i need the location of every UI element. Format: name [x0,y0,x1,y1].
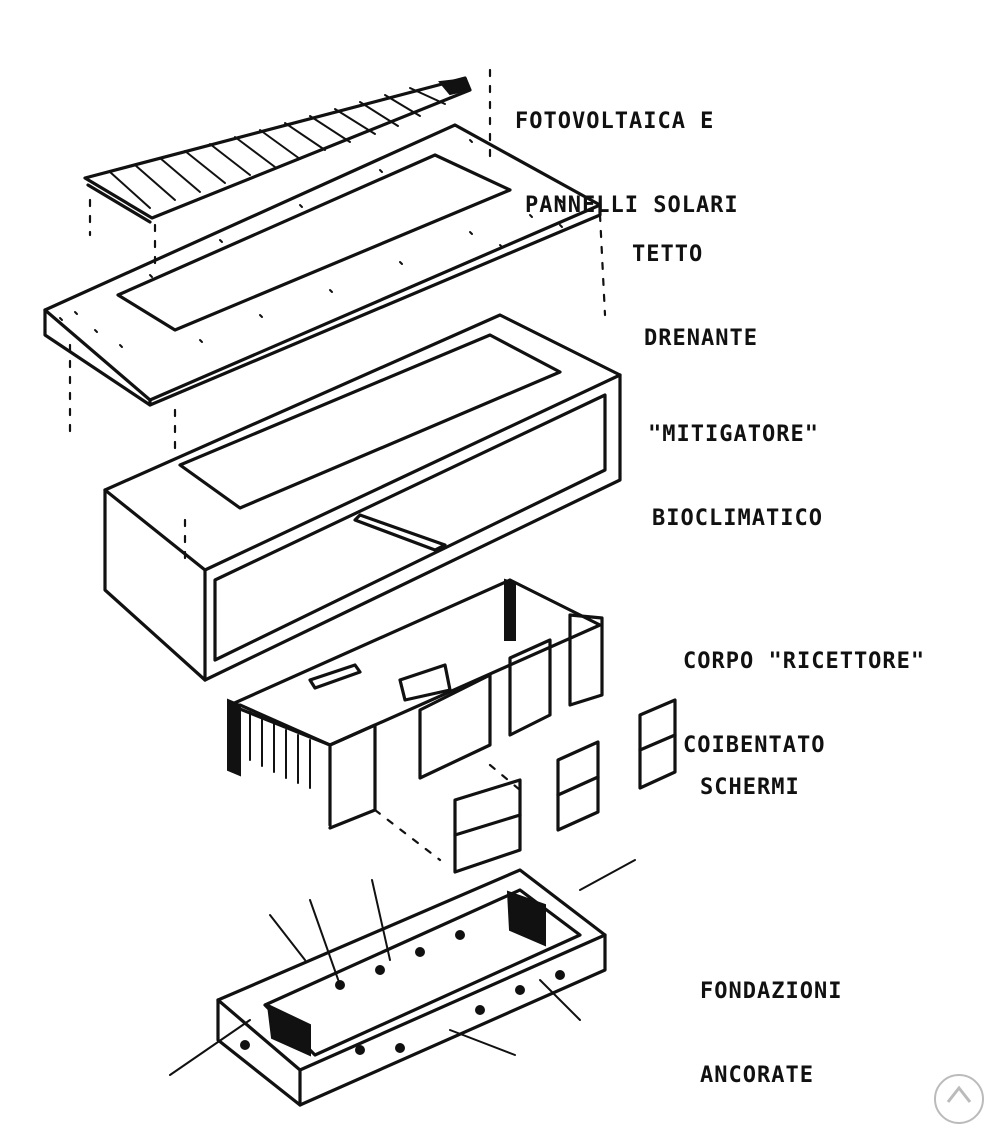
screens-label: SCHERMI [700,718,800,830]
alignment-guides [68,68,607,862]
photovoltaic-panel-layer [83,76,472,224]
receptor-label-line1: CORPO "RICETTORE" [683,649,926,674]
roof-label-line1: TETTO [632,242,704,267]
foundations-label: FONDAZIONI ANCORATE [700,922,842,1118]
screens-layer [453,698,677,874]
mitigator-label: "MITIGATORE" BIOCLIMATICO [648,365,823,561]
mitigator-label-line1: "MITIGATORE" [648,422,819,447]
receptor-label-line2: COIBENTATO [683,733,826,758]
screens-label-line1: SCHERMI [700,775,800,800]
roof-label: TETTO DRENANTE [632,185,758,381]
roof-label-line2: DRENANTE [644,326,758,351]
photovoltaic-label-line2: PANNELLI SOLARI [525,193,739,218]
anchored-foundations-layer [169,859,636,1107]
receptor-label: CORPO "RICETTORE" COIBENTATO [683,592,925,788]
mitigator-label-line2: BIOCLIMATICO [652,506,823,531]
insulated-receptor-layer [227,578,604,830]
photovoltaic-label-line1: FOTOVOLTAICA E [515,109,715,134]
photovoltaic-label: FOTOVOLTAICA E PANNELLI SOLARI [515,52,739,248]
foundations-label-line2: ANCORATE [700,1063,814,1088]
watermark-logo [934,1074,984,1124]
bioclimatic-mitigator-layer [103,313,622,682]
foundations-label-line1: FONDAZIONI [700,979,843,1004]
